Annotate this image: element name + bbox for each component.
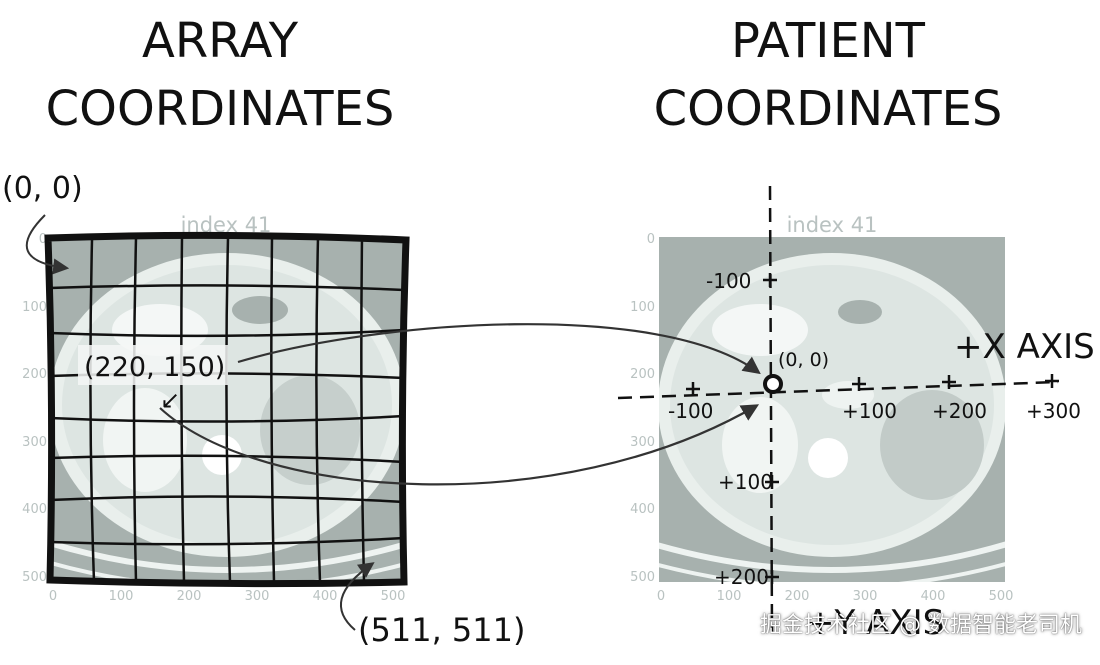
patient-origin-marker	[763, 374, 783, 394]
y-tick-mark-minus100	[763, 273, 777, 287]
x-axis-mark-plus300: +300	[1026, 399, 1081, 423]
y-axis-mark-plus200: +200	[714, 565, 769, 589]
x-axis-label: +X AXIS	[954, 327, 1095, 367]
left-x-tick-400: 400	[313, 589, 338, 604]
x-tick-mark-plus100	[852, 377, 866, 391]
right-y-ticks: 0 100 200 300 400 500	[630, 232, 655, 585]
x-tick-mark-minus100	[686, 382, 700, 396]
array-point-marker: ↙	[160, 386, 180, 414]
right-ct-image	[659, 237, 1005, 582]
patient-origin-label: (0, 0)	[778, 349, 829, 371]
x-axis-mark-minus100: -100	[668, 399, 713, 423]
patient-y-axis	[768, 185, 774, 633]
array-origin-label: (0, 0)	[2, 171, 83, 206]
right-image-title: index 41	[787, 213, 878, 237]
right-x-tick-100: 100	[717, 589, 742, 604]
left-x-tick-500: 500	[381, 589, 406, 604]
x-tick-mark-plus200	[942, 375, 956, 389]
left-y-tick-200: 200	[22, 367, 47, 382]
patient-axes	[617, 185, 1059, 633]
left-x-tick-300: 300	[245, 589, 270, 604]
left-y-tick-400: 400	[22, 502, 47, 517]
patient-x-axis	[617, 380, 1059, 400]
x-axis-mark-plus200: +200	[932, 399, 987, 423]
left-x-tick-200: 200	[177, 589, 202, 604]
y-tick-mark-plus100	[765, 475, 779, 489]
watermark-text: 掘金技术社区 @ 数据智能老司机	[760, 613, 1082, 638]
right-x-ticks: 0 100 200 300 400 500	[657, 589, 1014, 604]
right-x-tick-200: 200	[785, 589, 810, 604]
right-y-tick-300: 300	[630, 435, 655, 450]
mapping-arrows	[159, 323, 761, 486]
right-x-tick-400: 400	[921, 589, 946, 604]
left-y-tick-300: 300	[22, 435, 47, 450]
x-tick-mark-plus300	[1045, 374, 1059, 388]
right-title-line2: COORDINATES	[654, 81, 1003, 137]
mapping-arrow-upper	[237, 323, 761, 375]
right-y-tick-400: 400	[630, 502, 655, 517]
y-axis-mark-plus100: +100	[718, 470, 773, 494]
array-point-label: (220, 150)	[84, 352, 225, 383]
right-y-tick-200: 200	[630, 367, 655, 382]
right-title-line1: PATIENT	[731, 13, 926, 69]
left-array-grid	[44, 231, 410, 588]
mapping-arrow-lower	[159, 404, 760, 486]
x-axis-mark-plus100: +100	[842, 399, 897, 423]
left-y-tick-100: 100	[22, 300, 47, 315]
left-x-tick-100: 100	[109, 589, 134, 604]
right-y-tick-100: 100	[630, 300, 655, 315]
y-axis-label: +Y AXIS	[806, 603, 944, 643]
left-title-line1: ARRAY	[142, 13, 299, 69]
left-title-line2: COORDINATES	[46, 81, 395, 137]
left-y-ticks: 0 100 200 300 400 500	[22, 232, 47, 585]
left-y-tick-0: 0	[39, 232, 47, 247]
right-y-tick-500: 500	[630, 570, 655, 585]
point-label-backdrop	[78, 345, 228, 385]
right-x-tick-300: 300	[853, 589, 878, 604]
left-x-tick-0: 0	[49, 589, 57, 604]
right-x-tick-500: 500	[989, 589, 1014, 604]
array-corner-label: (511, 511)	[358, 611, 525, 649]
y-axis-mark-minus100: -100	[706, 269, 751, 293]
array-corner-arrow	[339, 562, 375, 631]
left-y-tick-500: 500	[22, 570, 47, 585]
right-x-tick-0: 0	[657, 589, 665, 604]
right-y-tick-0: 0	[647, 232, 655, 247]
array-origin-arrow	[25, 214, 70, 275]
y-tick-mark-plus200	[765, 570, 779, 584]
left-x-ticks: 0 100 200 300 400 500	[49, 589, 406, 604]
